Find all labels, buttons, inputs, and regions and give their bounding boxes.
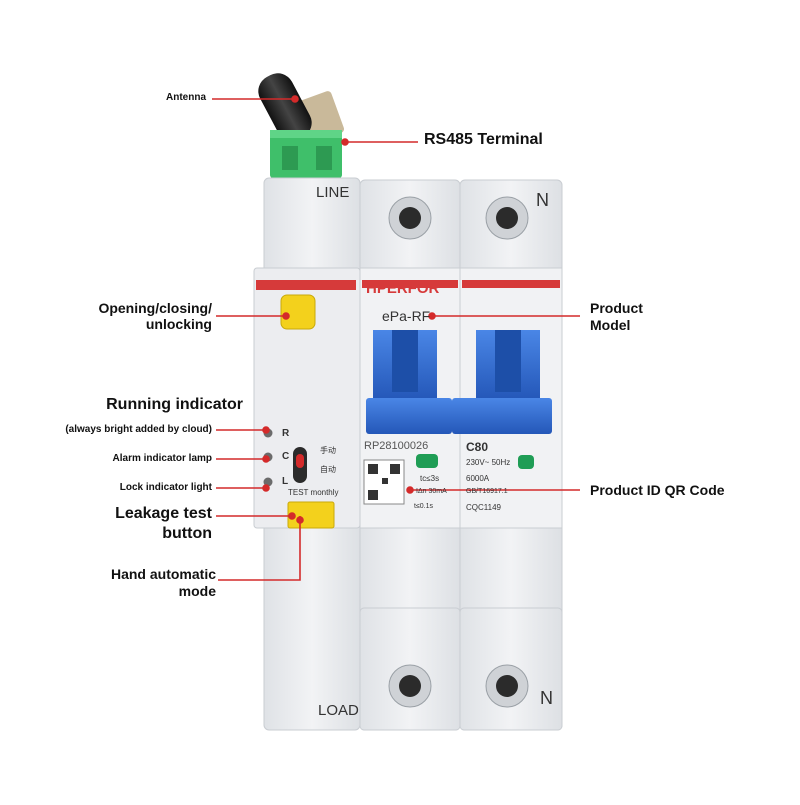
leakage-test-label-line1: Leakage test	[115, 505, 212, 522]
cert-label: CQC1149	[466, 503, 501, 512]
running-indicator-note: (always bright added by cloud)	[65, 424, 212, 435]
leakage-test-label-line2: button	[162, 525, 212, 542]
standard-label: GB/T16917.1	[466, 488, 508, 495]
rs485-label: RS485 Terminal	[424, 131, 543, 148]
delay-label: tc≤3s	[420, 474, 440, 483]
product-qr-label: Product ID QR Code	[590, 482, 725, 498]
alarm-lamp-label: Alarm indicator lamp	[112, 453, 212, 464]
product-model-label-line1: Product	[590, 300, 643, 316]
neutral-bottom-label: N	[540, 688, 553, 708]
antenna-label: Antenna	[166, 92, 206, 103]
model-label: ePa-RF	[382, 308, 431, 324]
test-monthly-label: TEST monthly	[288, 488, 339, 497]
open-close-label-line1: Opening/closing/	[98, 300, 212, 316]
rs485-terminal	[270, 130, 342, 178]
auto-label: 自动	[320, 465, 336, 474]
hand-auto-label-line2: mode	[178, 583, 216, 599]
voltage-label: 230V~ 50Hz	[466, 458, 511, 467]
product-model-label-line2: Model	[590, 317, 631, 333]
callout-lines	[212, 95, 580, 581]
breaking-label: 6000A	[466, 474, 490, 483]
open-close-label-line2: unlocking	[145, 316, 212, 332]
rcd-module	[253, 177, 361, 731]
indicator-c-label: C	[282, 451, 290, 462]
line-label: LINE	[316, 184, 350, 201]
brand-label: HPERFOR	[366, 280, 440, 297]
indicator-l-label: L	[282, 476, 289, 487]
neutral-top-label: N	[536, 190, 549, 210]
trip-time-label: t≤0.1s	[414, 503, 434, 510]
manual-label: 手动	[320, 446, 336, 455]
indicator-r-label: R	[282, 428, 290, 439]
hand-auto-label-line1: Hand automatic	[110, 566, 216, 582]
breaker-pole-1	[359, 179, 461, 731]
rating-label: C80	[466, 440, 489, 454]
load-label: LOAD	[318, 702, 359, 719]
running-indicator-label: Running indicator	[106, 396, 243, 413]
leak-current-label: IΔn 30mA	[416, 488, 447, 495]
breaker-pole-2	[452, 179, 563, 731]
serial-label: RP28100026	[364, 440, 429, 452]
lock-light-label: Lock indicator light	[119, 482, 212, 493]
